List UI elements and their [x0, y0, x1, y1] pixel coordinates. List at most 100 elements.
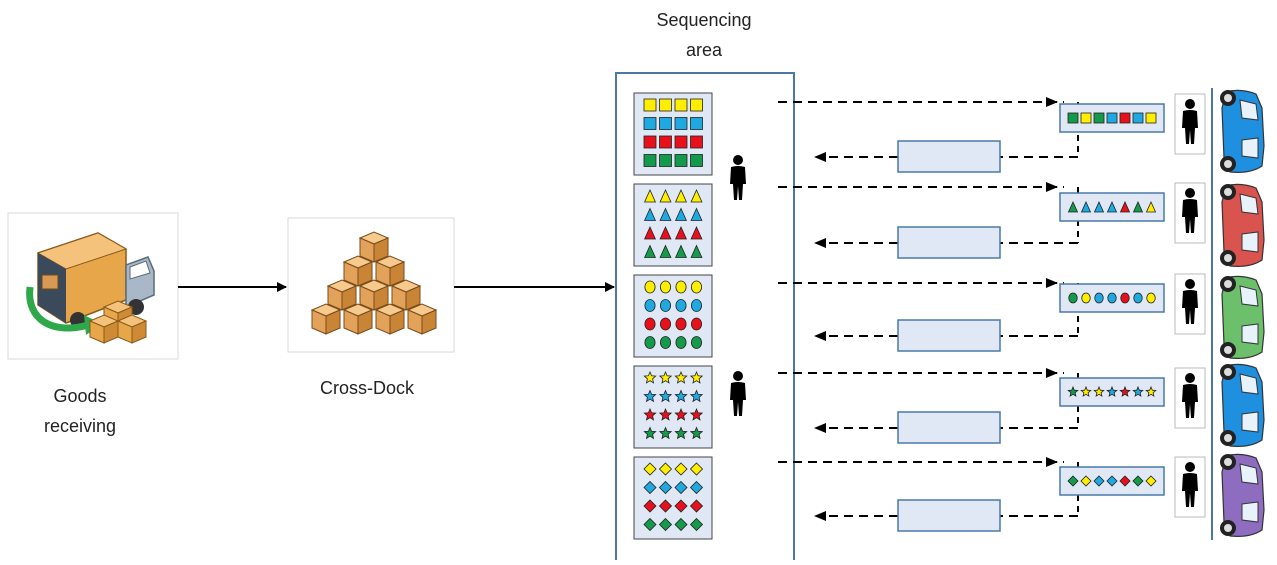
arrow-head	[814, 511, 826, 521]
sequencing-area-label-line2: area	[686, 40, 723, 60]
part-green-star	[689, 426, 704, 440]
part-yellow-circle	[660, 280, 672, 294]
part-blue-triangle	[690, 207, 703, 221]
kit-part-yellow	[1145, 475, 1157, 487]
person-icon	[1182, 279, 1198, 324]
kit-part-blue	[1106, 201, 1118, 213]
kit-part-yellow	[1080, 385, 1092, 397]
kit-part-red	[1119, 475, 1131, 487]
car-window	[1241, 323, 1259, 345]
car-window	[1241, 231, 1259, 253]
part-red-triangle	[674, 226, 688, 240]
part-green-triangle	[643, 244, 657, 258]
part-green-star	[658, 426, 673, 440]
part-blue-circle	[660, 299, 672, 312]
part-blue-diamond	[689, 480, 704, 495]
kit-tray-circle	[1059, 283, 1165, 313]
part-blue-triangle	[674, 207, 688, 221]
bin-diamond	[633, 456, 713, 540]
arrow-head	[1046, 368, 1058, 378]
part-yellow-circle	[675, 280, 687, 294]
part-green-circle	[691, 336, 703, 349]
car-window	[1239, 463, 1259, 485]
kit-part-yellow	[1080, 112, 1092, 124]
person-body	[1182, 199, 1198, 233]
kit-tray-triangle	[1059, 192, 1165, 222]
kit-part-red	[1119, 385, 1131, 397]
person-body	[1182, 110, 1198, 144]
kit-part-yellow	[1081, 292, 1091, 304]
kit-part-yellow	[1146, 292, 1156, 304]
car-wheel-hub	[1224, 94, 1232, 102]
part-green-triangle	[674, 244, 688, 258]
part-green-circle	[660, 336, 672, 349]
kit-part-green	[1067, 385, 1079, 397]
part-yellow-square	[690, 98, 703, 112]
kit-tray-star	[1059, 377, 1165, 407]
empty-kit-tray	[897, 140, 1001, 173]
part-yellow-triangle	[690, 189, 703, 203]
part-blue-triangle	[643, 207, 657, 221]
kit-part-green	[1093, 112, 1105, 124]
person-body	[730, 166, 746, 200]
kit-part-blue	[1106, 112, 1118, 124]
kit-part-green	[1068, 292, 1078, 304]
kit-tray-square	[1059, 103, 1165, 133]
arrow-head	[814, 238, 826, 248]
goods-receiving-label-line1: Goods	[53, 386, 106, 406]
bin-frame	[633, 365, 713, 449]
car-wheel-hub	[1224, 368, 1232, 376]
car-wheel-hub	[1224, 434, 1232, 442]
part-blue-square	[674, 117, 688, 130]
part-green-circle	[644, 336, 656, 349]
empty-kit-tray	[897, 499, 1001, 532]
car-wheel-hub	[1224, 160, 1232, 168]
arrow-head	[1046, 97, 1058, 107]
part-red-star	[658, 407, 673, 421]
kit-part-blue	[1132, 385, 1144, 397]
part-green-square	[659, 154, 672, 167]
sequencing-area-label-line1: Sequencing	[656, 10, 751, 30]
part-yellow-square	[659, 98, 672, 112]
car-window	[1239, 373, 1259, 395]
bin-star	[633, 365, 713, 449]
part-blue-star	[689, 389, 704, 403]
part-red-diamond	[689, 499, 704, 513]
empty-kit-tray	[897, 411, 1001, 444]
part-green-triangle	[690, 244, 703, 258]
car-wheel-hub	[1224, 346, 1232, 354]
car-icon	[1220, 453, 1265, 537]
person-icon	[1182, 373, 1198, 418]
bin-square	[633, 92, 713, 176]
goods-receiving-label-line2: receiving	[44, 416, 116, 436]
part-blue-square	[659, 117, 672, 130]
part-green-diamond	[643, 517, 657, 532]
car-icon	[1220, 183, 1265, 267]
part-yellow-star	[658, 370, 673, 384]
car-wheel-hub	[1224, 458, 1232, 466]
kit-part-blue	[1094, 292, 1104, 304]
arrow-head	[1046, 457, 1058, 467]
car-window	[1241, 411, 1259, 433]
car-wheel-hub	[1224, 188, 1232, 196]
person-body	[1182, 290, 1198, 324]
stacked-boxes-icon	[310, 231, 438, 335]
person-body	[1182, 384, 1198, 418]
car-window	[1239, 99, 1259, 121]
part-blue-diamond	[658, 480, 673, 495]
part-blue-circle	[675, 299, 687, 312]
part-yellow-square	[674, 98, 688, 112]
part-blue-diamond	[643, 480, 657, 495]
kit-part-blue	[1107, 292, 1117, 304]
person-head	[733, 155, 743, 165]
part-green-square	[643, 154, 657, 167]
kit-part-blue	[1106, 475, 1118, 487]
part-blue-diamond	[674, 480, 688, 495]
kit-part-red	[1119, 112, 1131, 124]
kit-part-blue	[1080, 201, 1092, 213]
car-window	[1239, 285, 1259, 307]
kit-part-red	[1120, 292, 1130, 304]
part-green-diamond	[658, 517, 673, 532]
car-icon	[1220, 89, 1265, 173]
kit-part-blue	[1093, 475, 1105, 487]
